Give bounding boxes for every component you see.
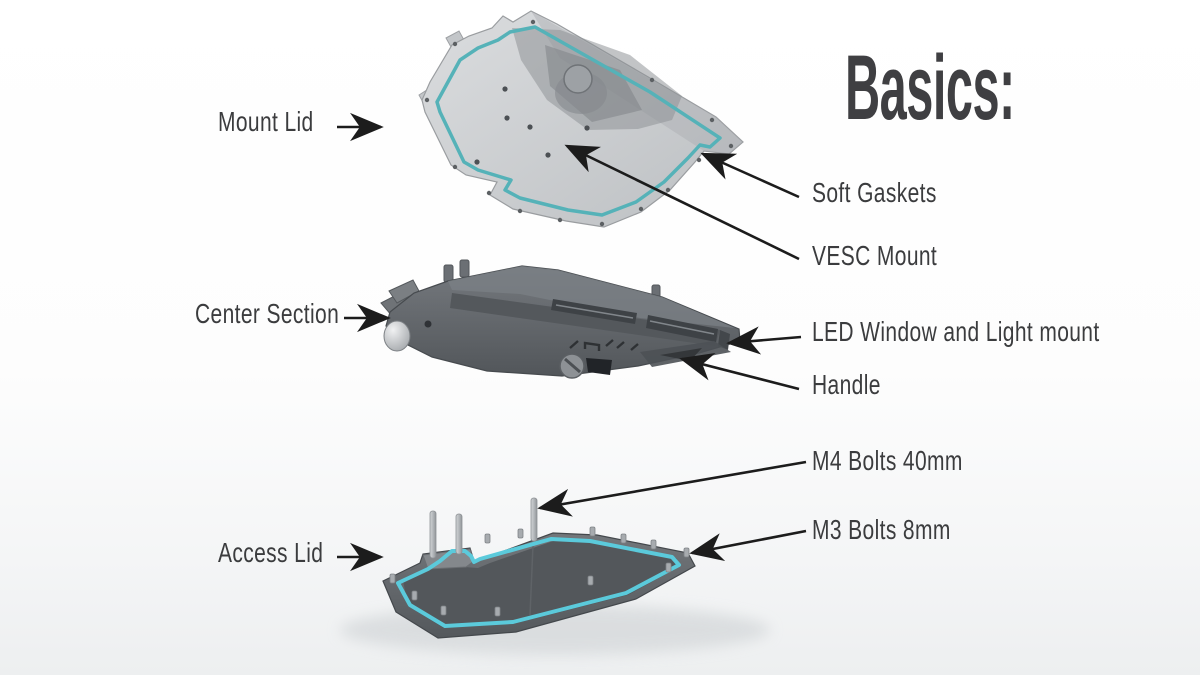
body-post xyxy=(459,259,470,278)
m4-bolts-group xyxy=(429,497,538,559)
m3-bolt-studs xyxy=(389,526,690,617)
tray-gasket-line xyxy=(396,537,681,628)
body-dome xyxy=(383,320,411,352)
vesc-mount-holes xyxy=(474,86,590,165)
callout-label-vesc-mount: VESC Mount xyxy=(812,240,938,271)
body-recess xyxy=(450,293,720,346)
m3-bolts-arrow xyxy=(689,529,807,561)
handle-arrow xyxy=(679,353,800,391)
latch-block xyxy=(586,358,612,375)
access-lid-part xyxy=(340,497,770,655)
center-section-part xyxy=(380,259,741,379)
mount-lid-part xyxy=(418,10,744,228)
soft-gaskets-arrow xyxy=(700,152,800,199)
thumbscrew-slot xyxy=(564,357,581,374)
body-post xyxy=(443,264,454,283)
callout-label-m3-bolts: M3 Bolts 8mm xyxy=(812,514,951,545)
led-slot-glint xyxy=(555,304,634,319)
callout-label-access-lid: Access Lid xyxy=(218,537,324,568)
page-title: Basics: xyxy=(845,37,1015,139)
lid-screws xyxy=(424,19,734,227)
led-slot-glint xyxy=(649,320,715,335)
callout-label-mount-lid: Mount Lid xyxy=(218,106,314,137)
led-window-arrow xyxy=(726,326,802,355)
callout-label-m4-bolts: M4 Bolts 40mm xyxy=(812,445,963,476)
body-hole xyxy=(424,320,432,328)
tray-seam xyxy=(529,544,534,616)
body-top-face xyxy=(448,266,735,328)
vent-marks xyxy=(569,339,639,351)
m4-bolt xyxy=(530,497,538,542)
tray-inner-surface xyxy=(403,541,681,628)
callout-label-center-section: Center Section xyxy=(195,298,340,329)
vesc-mount-arrow xyxy=(564,144,800,261)
lid-boss xyxy=(563,64,593,94)
m4-bolts-arrow xyxy=(537,460,807,517)
callout-arrows xyxy=(337,112,807,572)
led-window-slot xyxy=(646,315,718,342)
lid-gasket-line xyxy=(435,25,722,217)
m4-bolt xyxy=(455,513,463,555)
callout-label-soft-gaskets: Soft Gaskets xyxy=(812,177,937,208)
callout-label-handle: Handle xyxy=(812,369,881,400)
callout-label-led-window: LED Window and Light mount xyxy=(812,316,1100,347)
m4-bolt xyxy=(429,510,437,559)
